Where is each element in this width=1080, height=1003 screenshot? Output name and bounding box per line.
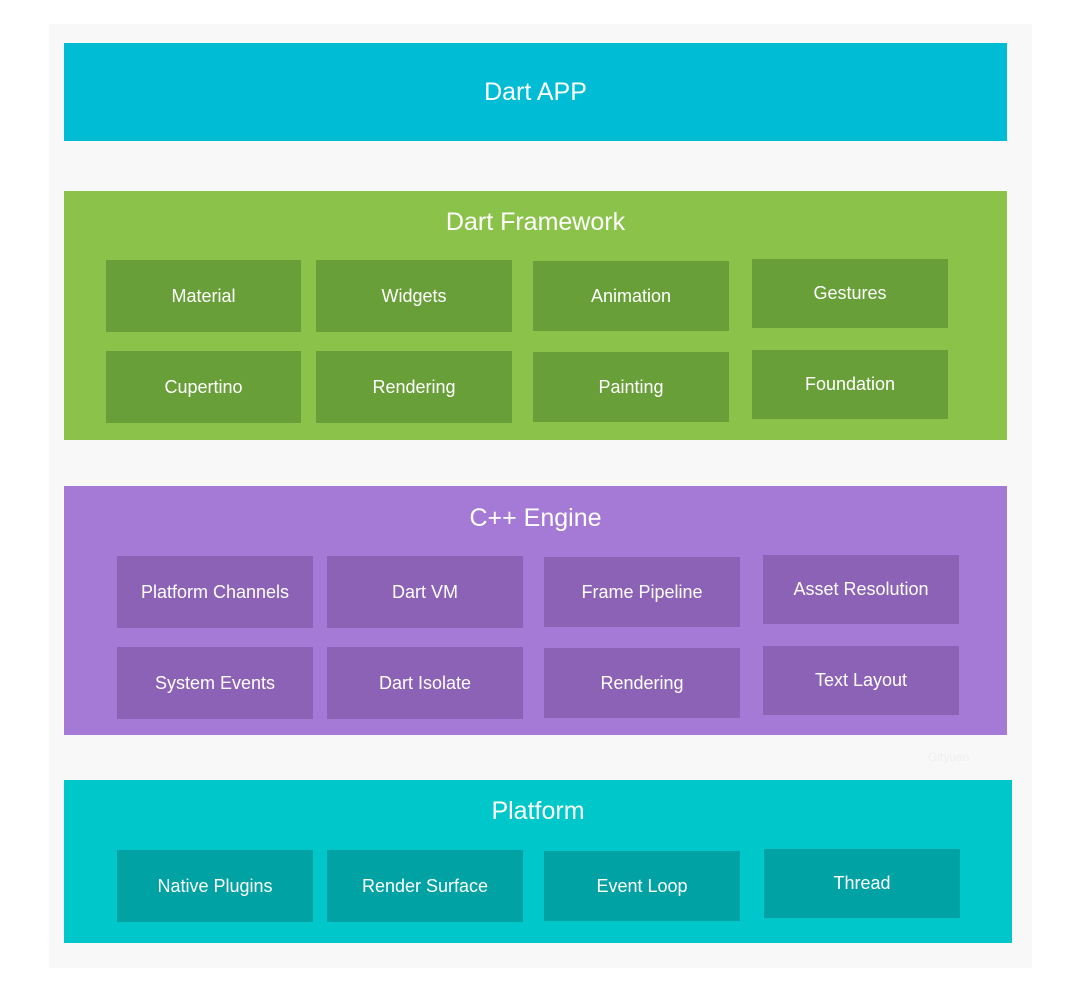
platform-box-thread: Thread	[764, 849, 960, 918]
layer-title-engine: C++ Engine	[469, 504, 602, 532]
framework-box-gestures: Gestures	[752, 259, 948, 328]
layer-title-platform: Platform	[491, 797, 585, 825]
framework-box-animation: Animation	[533, 261, 729, 331]
engine-box-system-events: System Events	[117, 647, 313, 719]
framework-box-cupertino: Cupertino	[106, 351, 301, 423]
platform-box-render-surface: Render Surface	[327, 850, 523, 922]
framework-box-material: Material	[106, 260, 301, 332]
engine-box-frame-pipeline: Frame Pipeline	[544, 557, 740, 627]
layer-title-framework: Dart Framework	[445, 208, 626, 236]
engine-box-dart-vm: Dart VM	[327, 556, 523, 628]
layer-title-dart-app: Dart APP	[484, 78, 587, 106]
layer-dart-app: Dart APP	[64, 43, 1007, 141]
framework-box-rendering: Rendering	[316, 351, 512, 423]
watermark-text: Gityuan	[928, 750, 970, 764]
engine-box-asset-resolution: Asset Resolution	[763, 555, 959, 624]
framework-box-widgets: Widgets	[316, 260, 512, 332]
engine-box-rendering: Rendering	[544, 648, 740, 718]
platform-box-native-plugins: Native Plugins	[117, 850, 313, 922]
framework-box-painting: Painting	[533, 352, 729, 422]
engine-box-dart-isolate: Dart Isolate	[327, 647, 523, 719]
engine-box-platform-channels: Platform Channels	[117, 556, 313, 628]
platform-box-event-loop: Event Loop	[544, 851, 740, 921]
framework-box-foundation: Foundation	[752, 350, 948, 419]
engine-box-text-layout: Text Layout	[763, 646, 959, 715]
